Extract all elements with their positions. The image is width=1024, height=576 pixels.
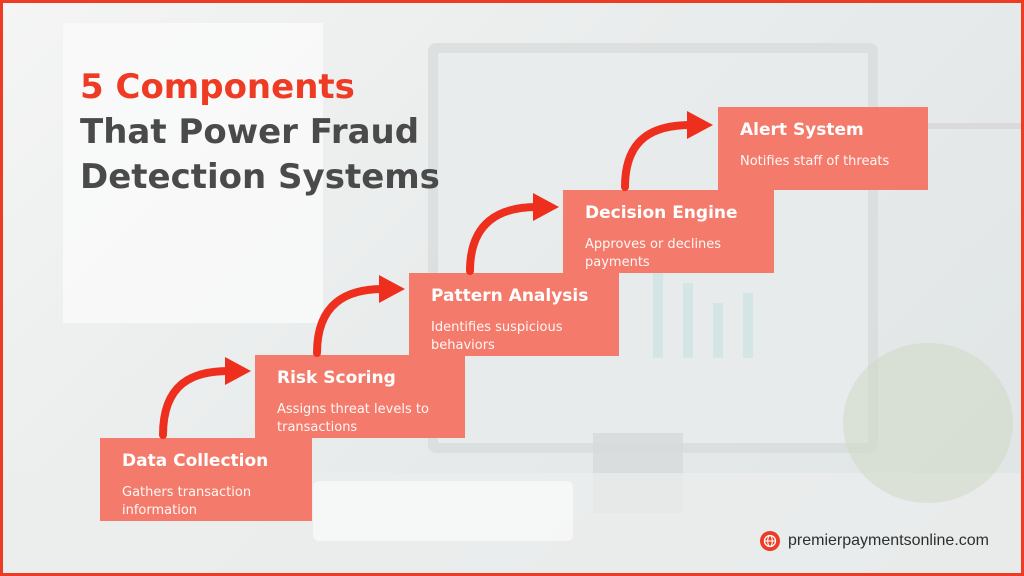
step-decision-engine: Decision Engine Approves or declines pay… xyxy=(563,190,774,273)
step-risk-scoring: Risk Scoring Assigns threat levels to tr… xyxy=(255,355,465,438)
step-pattern-analysis: Pattern Analysis Identifies suspicious b… xyxy=(409,273,619,356)
step-description: Assigns threat levels to transactions xyxy=(277,402,429,435)
background-chart-bar xyxy=(653,273,663,358)
background-chart-bar xyxy=(743,293,753,358)
curved-arrow-icon xyxy=(313,285,387,357)
step-alert-system: Alert System Notifies staff of threats xyxy=(718,107,928,190)
background-chart-bar xyxy=(683,283,693,358)
background-shelf xyxy=(853,123,1021,129)
step-description: Gathers transaction information xyxy=(122,485,252,518)
step-title: Risk Scoring xyxy=(277,368,396,388)
website-link[interactable]: premierpaymentsonline.com xyxy=(788,532,989,549)
arrowhead-icon xyxy=(225,357,251,385)
globe-icon xyxy=(760,531,781,551)
step-title: Pattern Analysis xyxy=(431,286,589,306)
title-line-3: Detection Systems xyxy=(80,157,440,197)
title-line-2: That Power Fraud xyxy=(80,112,420,152)
background-chart-bar xyxy=(713,303,723,358)
footer: premierpaymentsonline.com xyxy=(760,531,989,551)
page-title: 5 Components That Power Fraud Detection … xyxy=(80,65,440,200)
step-description: Approves or declines payments xyxy=(585,237,722,270)
step-title: Data Collection xyxy=(122,451,269,471)
step-title: Alert System xyxy=(740,120,864,140)
background-plant xyxy=(843,343,1013,503)
background-keyboard xyxy=(313,481,573,541)
title-line-1: 5 Components xyxy=(80,67,355,107)
step-description: Identifies suspicious behaviors xyxy=(431,320,563,353)
background-window xyxy=(63,23,323,323)
arrowhead-icon xyxy=(379,275,405,303)
step-description: Notifies staff of threats xyxy=(740,154,890,169)
step-data-collection: Data Collection Gathers transaction info… xyxy=(100,438,312,521)
curved-arrow-icon xyxy=(159,367,233,439)
step-title: Decision Engine xyxy=(585,203,738,223)
